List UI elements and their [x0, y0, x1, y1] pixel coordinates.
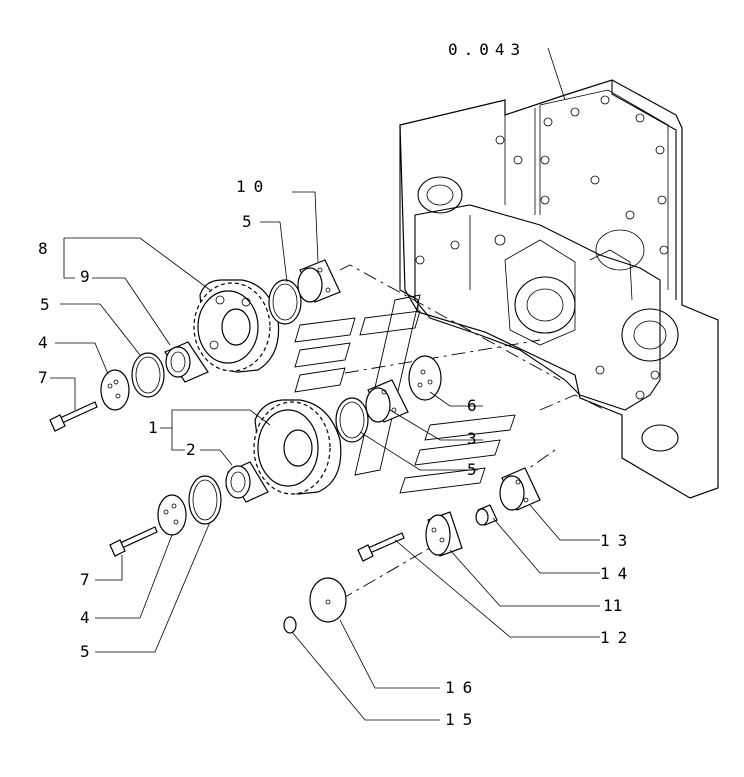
label-14: 14: [600, 564, 635, 583]
label-9: 9: [80, 267, 90, 286]
label-5-upper: 5: [242, 212, 252, 231]
part-labels: 0.043 10 5 8 9 5 4 7 6 1 3 2 5 13 14 7 1…: [38, 40, 635, 729]
label-5-mid: 5: [467, 460, 477, 479]
label-1: 1: [148, 418, 158, 437]
leader-lines: [50, 47, 600, 721]
upper-gear-assembly: [49, 259, 341, 432]
label-15: 15: [445, 710, 480, 729]
label-13: 13: [600, 531, 635, 550]
label-11: 11: [603, 596, 622, 615]
reference-label: 0.043: [448, 40, 526, 59]
label-7-lower: 7: [80, 570, 90, 589]
label-3: 3: [467, 429, 477, 448]
label-8: 8: [38, 239, 48, 258]
label-4-upper: 4: [38, 333, 48, 352]
label-2: 2: [186, 440, 196, 459]
label-4-lower: 4: [80, 608, 90, 627]
label-5-left: 5: [40, 295, 50, 314]
label-7-upper: 7: [38, 368, 48, 387]
label-12: 12: [600, 628, 635, 647]
label-5-lower: 5: [80, 642, 90, 661]
pump-drive-assembly: [283, 467, 541, 634]
lower-gear-assembly: [109, 355, 442, 557]
label-10: 10: [236, 177, 271, 196]
label-6: 6: [467, 396, 477, 415]
label-16: 16: [445, 678, 480, 697]
gear-housing-cover: [399, 79, 719, 499]
